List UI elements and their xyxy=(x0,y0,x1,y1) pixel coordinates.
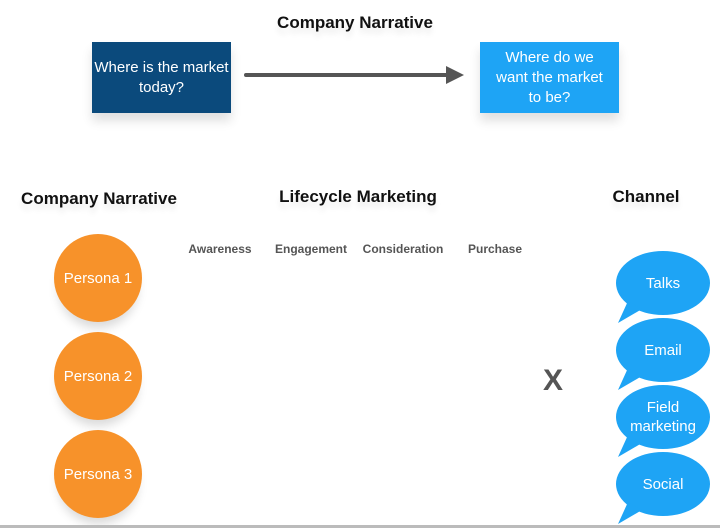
channel-label: Talks xyxy=(645,274,681,292)
stage-consideration: Consideration xyxy=(362,242,444,256)
speech-bubble-icon xyxy=(616,385,710,457)
persona-2: Persona 2 xyxy=(54,332,142,420)
stage-engagement: Engagement xyxy=(274,242,348,256)
channel-title: Channel xyxy=(612,187,680,206)
multiply-operator: X xyxy=(543,364,564,397)
future-market-box: Where do we want the market to be? xyxy=(480,42,619,113)
speech-bubble-icon xyxy=(616,318,710,390)
arrow-icon xyxy=(244,66,464,84)
persona-1: Persona 1 xyxy=(54,234,142,322)
narrative-title: Company Narrative xyxy=(21,189,177,208)
channel-email: Email xyxy=(616,318,710,390)
channel-label: Social xyxy=(642,475,684,493)
lifecycle-title: Lifecycle Marketing xyxy=(279,187,437,206)
speech-bubble-icon xyxy=(616,452,710,524)
speech-bubble-icon xyxy=(616,251,710,323)
stage-awareness: Awareness xyxy=(188,242,252,256)
channel-label: Field marketing xyxy=(630,399,696,435)
channel-talks: Talks xyxy=(616,251,710,323)
current-market-box: Where is the market today? xyxy=(92,42,231,113)
channel-field-marketing: Field marketing xyxy=(616,385,710,457)
bottom-border xyxy=(0,525,720,528)
channel-social: Social xyxy=(616,452,710,524)
top-title: Company Narrative xyxy=(277,13,433,32)
persona-3: Persona 3 xyxy=(54,430,142,518)
channel-label: Email xyxy=(644,341,682,359)
stage-purchase: Purchase xyxy=(467,242,523,256)
